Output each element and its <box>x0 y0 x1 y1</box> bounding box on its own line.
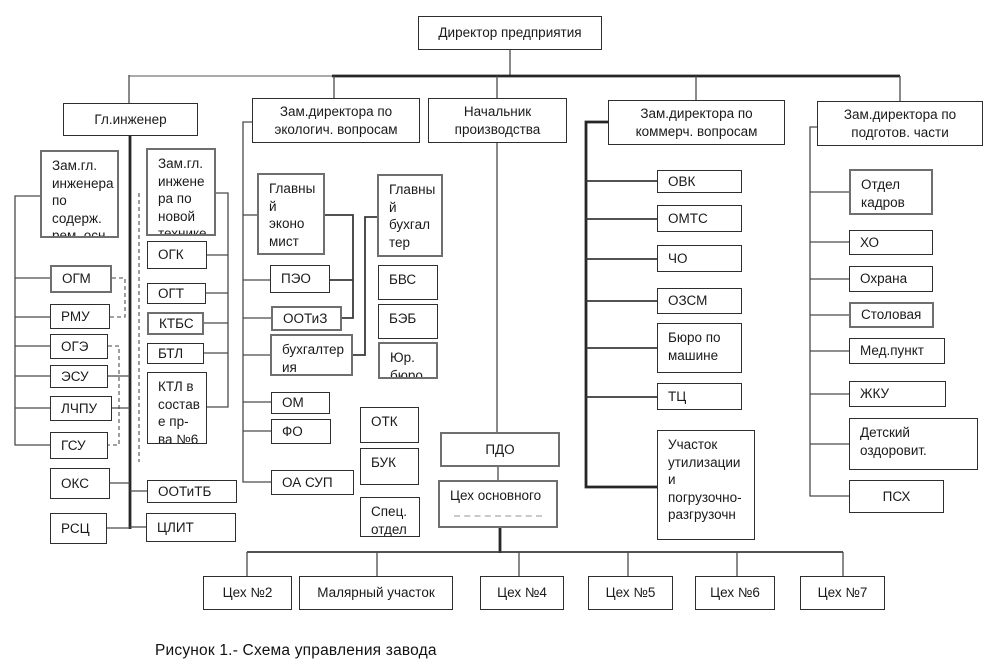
connector-line <box>110 277 126 318</box>
node-jur-buro: Юр. бюро <box>378 342 438 379</box>
node-ootiz: ООТиЗ <box>271 306 342 331</box>
node-clit: ЦЛИТ <box>146 513 236 542</box>
node-oks: ОКС <box>50 468 110 499</box>
node-cho: ЧО <box>657 245 742 272</box>
node-ceh-5: Цех №5 <box>588 576 673 610</box>
connector-line <box>584 120 657 489</box>
node-ceh-2: Цех №2 <box>203 576 292 610</box>
node-prep-deputy: Зам.директора по подготов. части <box>817 101 983 146</box>
node-ceh-7: Цех №7 <box>800 576 885 610</box>
node-otk: ОТК <box>360 407 419 443</box>
node-psh: ПСХ <box>849 480 944 513</box>
node-rmu: РМУ <box>50 304 110 329</box>
node-chief-accountant: Главны й бухгал тер <box>377 174 443 257</box>
node-production-head: Начальник производства <box>428 98 567 143</box>
connector-line <box>809 126 849 497</box>
node-buro-po-mashine: Бюро по машине <box>657 323 742 373</box>
node-stolovaya: Столовая <box>849 302 934 328</box>
node-ogm: ОГМ <box>50 265 112 293</box>
node-otdel-kadrov: Отдел кадров <box>849 169 933 215</box>
node-pdo: ПДО <box>440 432 560 467</box>
node-medpunkt: Мед.пункт <box>849 338 945 364</box>
node-ogk: ОГК <box>147 241 207 269</box>
node-fo: ФО <box>271 419 331 444</box>
node-beb: БЭБ <box>378 304 438 339</box>
connector-line <box>207 192 229 408</box>
node-ho: ХО <box>849 230 933 255</box>
node-deputy-maintenance: Зам.гл. инженера по содерж. рем. осн <box>40 150 119 238</box>
node-uchastok-utilizacii: Участок утилизации и погрузочно- разгруз… <box>657 430 755 540</box>
node-chief-engineer: Гл.инженер <box>63 103 198 136</box>
node-btl: БТЛ <box>147 343 204 364</box>
node-detskiy-ozdorovit: Детский оздоровит. <box>849 418 978 470</box>
node-tc: ТЦ <box>657 383 742 410</box>
node-ootitb: ООТиТБ <box>147 480 237 503</box>
node-director: Директор предприятия <box>418 16 602 50</box>
node-rsc: РСЦ <box>50 513 107 544</box>
figure-caption: Рисунок 1.- Схема управления завода <box>155 642 437 659</box>
node-peo: ПЭО <box>270 265 330 293</box>
node-deputy-new-tech: Зам.гл. инжене ра по новой технике <box>146 148 216 236</box>
node-bvs: БВС <box>378 265 438 300</box>
connector-line <box>14 195 50 446</box>
node-oa-sup: ОА СУП <box>271 470 354 495</box>
node-oge: ОГЭ <box>50 334 108 359</box>
node-ogt: ОГТ <box>147 283 206 304</box>
node-ozsm: ОЗСМ <box>657 288 742 314</box>
node-ceh-osnovnogo: Цех основного <box>438 480 558 528</box>
node-esu: ЭСУ <box>50 365 108 388</box>
node-om: ОМ <box>271 392 330 414</box>
node-ceh-6: Цех №6 <box>695 576 775 610</box>
node-ohrana: Охрана <box>849 266 933 292</box>
node-malyarny-uchastok: Малярный участок <box>299 576 453 610</box>
node-zhku: ЖКУ <box>849 381 946 407</box>
connector-line <box>325 214 354 319</box>
node-chief-economist: Главны й эконо мист <box>257 173 325 255</box>
node-ktl: КТЛ в состав е пр- ва №6 <box>147 372 207 444</box>
node-ovk: ОВК <box>657 170 742 193</box>
node-omts: ОМТС <box>657 205 742 232</box>
node-eco-deputy: Зам.директора по экологич. вопросам <box>252 98 420 143</box>
node-ktbs: КТБС <box>147 312 204 335</box>
connector-line <box>353 216 377 356</box>
node-buk: БУК <box>360 448 419 485</box>
node-comm-deputy: Зам.директора по коммерч. вопросам <box>608 100 785 145</box>
faded-text-line <box>454 515 542 517</box>
node-ceh-4: Цех №4 <box>480 576 564 610</box>
node-gsu: ГСУ <box>50 432 108 459</box>
node-spec-otdel: Спец. отдел <box>360 497 420 537</box>
node-lchpu: ЛЧПУ <box>50 396 112 421</box>
node-buhgalteria: бухгалтер ия <box>270 334 353 376</box>
connector-line <box>242 121 271 483</box>
connector-line <box>108 345 120 446</box>
